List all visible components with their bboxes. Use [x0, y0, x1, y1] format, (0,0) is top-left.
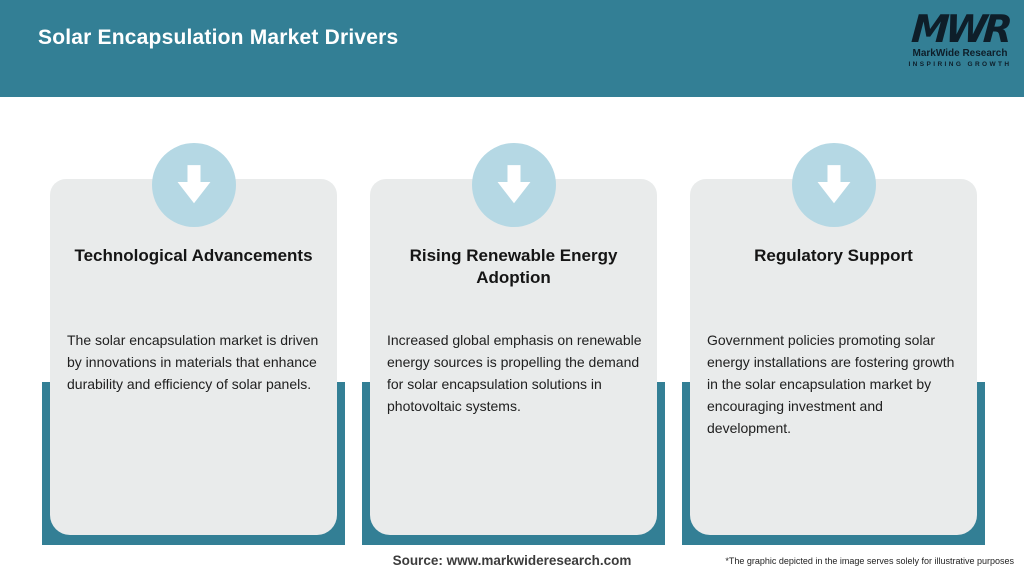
card-description: The solar encapsulation market is driven…	[67, 332, 319, 392]
card-description: Increased global emphasis on renewable e…	[387, 332, 642, 414]
header-bar: Solar Encapsulation Market Drivers MWR M…	[0, 0, 1024, 97]
card-description: Government policies promoting solar ener…	[707, 332, 955, 436]
logo-name: MarkWide Research	[912, 48, 1008, 59]
down-arrow-icon	[471, 143, 556, 227]
card-title: Technological Advancements	[74, 246, 313, 265]
logo-monogram: MWR	[909, 7, 1011, 51]
driver-card-group: Rising Renewable Energy Adoption Increas…	[362, 143, 665, 545]
driver-card-group: Technological Advancements The solar enc…	[42, 143, 345, 545]
driver-card: Regulatory Support Government policies p…	[690, 143, 977, 535]
card-title: Rising Renewable Energy Adoption	[409, 246, 618, 288]
driver-card-group: Regulatory Support Government policies p…	[682, 143, 985, 545]
down-arrow-icon	[791, 143, 876, 227]
card-title: Regulatory Support	[754, 246, 913, 265]
down-arrow-icon	[151, 143, 236, 227]
markwide-research-logo: MWR MarkWide Research INSPIRING GROWTH	[908, 7, 1012, 69]
driver-card: Rising Renewable Energy Adoption Increas…	[370, 143, 657, 535]
driver-card: Technological Advancements The solar enc…	[50, 143, 337, 535]
page-title: Solar Encapsulation Market Drivers	[38, 26, 399, 49]
source-text: Source: www.markwideresearch.com	[392, 553, 632, 568]
logo-tagline: INSPIRING GROWTH	[908, 61, 1012, 68]
disclaimer-text: *The graphic depicted in the image serve…	[725, 556, 1014, 566]
